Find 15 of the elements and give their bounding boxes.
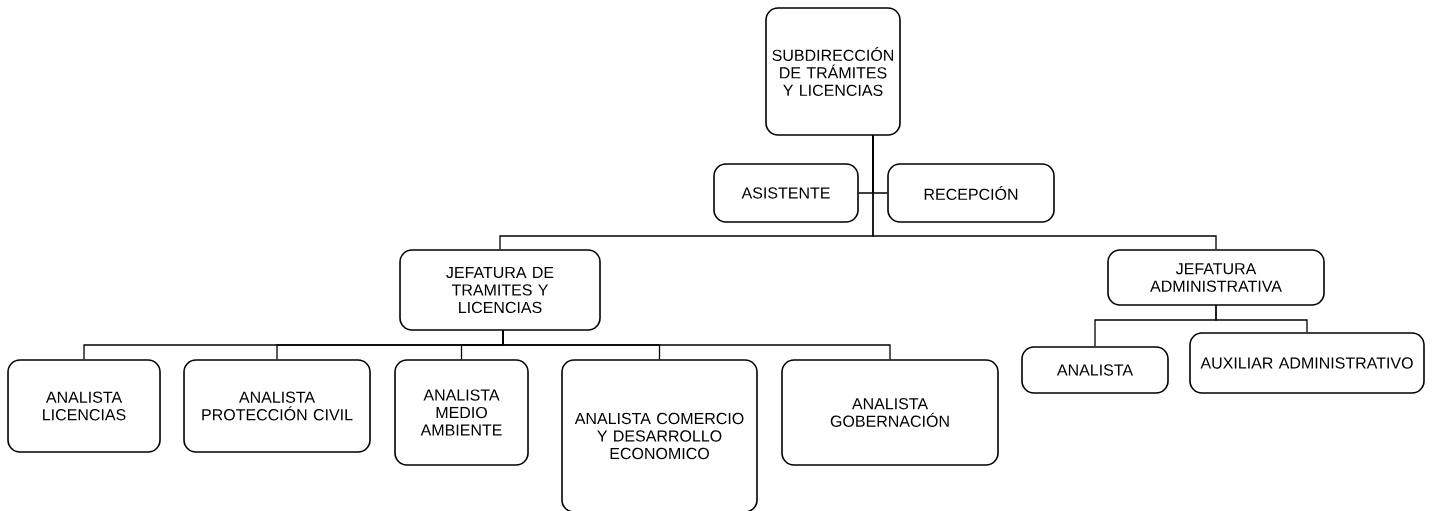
position-box: AUXILIAR ADMINISTRATIVO <box>1189 332 1425 394</box>
position-box: ANALISTA LICENCIAS <box>7 359 161 453</box>
position-box: ASISTENTE <box>713 163 859 223</box>
position-box: ANALISTA <box>1021 346 1169 394</box>
position-box: RECEPCIÓN <box>887 163 1055 223</box>
position-box: JEFATURA DE TRAMITES Y LICENCIAS <box>399 249 601 331</box>
connector-line <box>872 134 1217 250</box>
position-box: ANALISTA MEDIO AMBIENTE <box>394 359 529 466</box>
position-box: ANALISTA COMERCIO Y DESARROLLO ECONOMICO <box>561 359 758 511</box>
position-box: JEFATURA ADMINISTRATIVA <box>1107 249 1325 306</box>
position-box: SUBDIRECCIÓN DE TRÁMITES Y LICENCIAS <box>765 7 901 136</box>
position-box: ANALISTA PROTECCIÓN CIVIL <box>183 359 371 453</box>
connector-line <box>502 329 891 360</box>
connector-line <box>1215 304 1308 333</box>
position-box: ANALISTA GOBERNACIÓN <box>781 359 999 466</box>
